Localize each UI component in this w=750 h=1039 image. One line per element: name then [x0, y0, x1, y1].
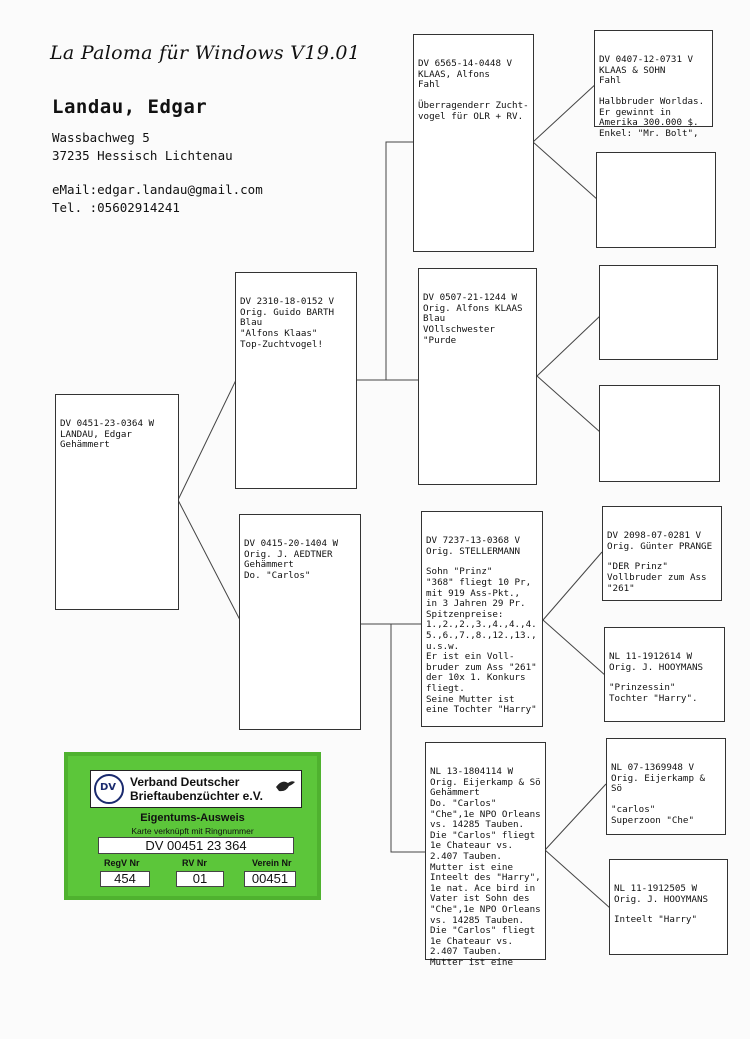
fff-breeder: KLAAS & SOHN — [599, 64, 666, 76]
subject-ring: DV 0451-23-0364 W — [60, 418, 155, 430]
owner-email: eMail:edgar.landau@gmail.com — [52, 182, 263, 197]
card-header: Verband Deutscher Brieftaubenzüchter e.V… — [90, 770, 302, 808]
ownership-card: Verband Deutscher Brieftaubenzüchter e.V… — [64, 752, 321, 900]
mf-description: Sohn "Prinz" "368" fliegt 10 Pr, mit 919… — [426, 566, 537, 716]
app-title: La Paloma für Windows V19.01 — [50, 42, 361, 64]
father-description: "Alfons Klaas" Top-Zuchtvogel! — [240, 327, 323, 350]
fm-breeder: Orig. Alfons KLAAS — [423, 302, 523, 314]
ff-color: Fahl — [418, 79, 441, 91]
mmf-ring: NL 07-1369948 V — [611, 762, 694, 774]
card-value-regv: 454 — [100, 871, 150, 887]
mm-description: Do. "Carlos" "Che",1e NPO Orleans vs. 14… — [430, 797, 541, 968]
card-subtitle: Karte verknüpft mit Ringnummer — [131, 826, 254, 836]
fm-ring: DV 0507-21-1244 W — [423, 292, 518, 304]
fm-color: Blau — [423, 313, 446, 325]
fff-description: Halbbruder Worldas. Er gewinnt in Amerik… — [599, 95, 705, 139]
card-title: Eigentums-Ausweis — [140, 812, 245, 824]
mm-color: Gehämmert — [430, 787, 480, 799]
fff-ring: DV 0407-12-0731 V — [599, 54, 694, 66]
mff-description: "DER Prinz" Vollbruder zum Ass "261" — [607, 561, 707, 594]
mfm-description: "Prinzessin" Tochter "Harry". — [609, 682, 698, 704]
mf-breeder: Orig. STELLERMANN — [426, 545, 521, 557]
association-logo-icon — [94, 774, 124, 804]
card-value-verein: 00451 — [244, 871, 296, 887]
pedigree-fm-mother-empty — [599, 385, 720, 482]
mfm-ring: NL 11-1912614 W — [609, 651, 692, 663]
card-label-regv: RegV Nr — [104, 858, 140, 868]
card-org-line2: Brieftaubenzüchter e.V. — [130, 789, 263, 803]
owner-city: 37235 Hessisch Lichtenau — [52, 148, 233, 163]
pedigree-fm-father-empty — [599, 265, 718, 360]
father-breeder: Orig. Guido BARTH — [240, 306, 335, 318]
mother-color: Gehämmert — [244, 559, 294, 571]
subject-description: Gehämmert — [60, 439, 110, 451]
mfm-breeder: Orig. J. HOOYMANS — [609, 661, 704, 673]
fff-color: Fahl — [599, 75, 622, 87]
father-color: Blau — [240, 317, 263, 329]
ff-ring: DV 6565-14-0448 V — [418, 58, 513, 70]
owner-phone: Tel. :05602914241 — [52, 200, 180, 215]
card-org-line1: Verband Deutscher — [130, 775, 240, 789]
pedigree-ff-mother-empty — [596, 152, 716, 248]
fm-description: VOllschwester "Purde — [423, 323, 501, 346]
mff-breeder: Orig. Günter PRANGE — [607, 540, 713, 552]
card-value-rv: 01 — [176, 871, 224, 887]
mother-ring: DV 0415-20-1404 W — [244, 538, 339, 550]
father-ring: DV 2310-18-0152 V — [240, 296, 335, 308]
mf-ring: DV 7237-13-0368 V — [426, 535, 521, 547]
owner-name: Landau, Edgar — [52, 96, 208, 118]
ff-breeder: KLAAS, Alfons — [418, 68, 490, 80]
pigeon-emblem-icon — [276, 781, 295, 792]
card-ring-number: DV 00451 23 364 — [98, 837, 294, 854]
mmm-breeder: Orig. J. HOOYMANS — [614, 893, 709, 905]
mm-breeder: Orig. Eijerkamp & Sö — [430, 776, 541, 788]
owner-street: Wassbachweg 5 — [52, 130, 150, 145]
card-label-verein: Verein Nr — [252, 858, 292, 868]
mother-description: Do. "Carlos" — [244, 569, 311, 581]
mm-ring: NL 13-1804114 W — [430, 766, 513, 778]
subject-owner: LANDAU, Edgar — [60, 428, 132, 440]
ff-description: Überragenderr Zucht- vogel für OLR + RV. — [418, 99, 529, 122]
mmf-description: "carlos" Superzoon "Che" — [611, 803, 694, 826]
mother-breeder: Orig. J. AEDTNER — [244, 548, 333, 560]
mmm-description: Inteelt "Harry" — [614, 914, 697, 926]
mmf-breeder: Orig. Eijerkamp & Sö — [611, 772, 711, 795]
card-label-rv: RV Nr — [182, 858, 207, 868]
mff-ring: DV 2098-07-0281 V — [607, 530, 702, 542]
mmm-ring: NL 11-1912505 W — [614, 883, 697, 895]
